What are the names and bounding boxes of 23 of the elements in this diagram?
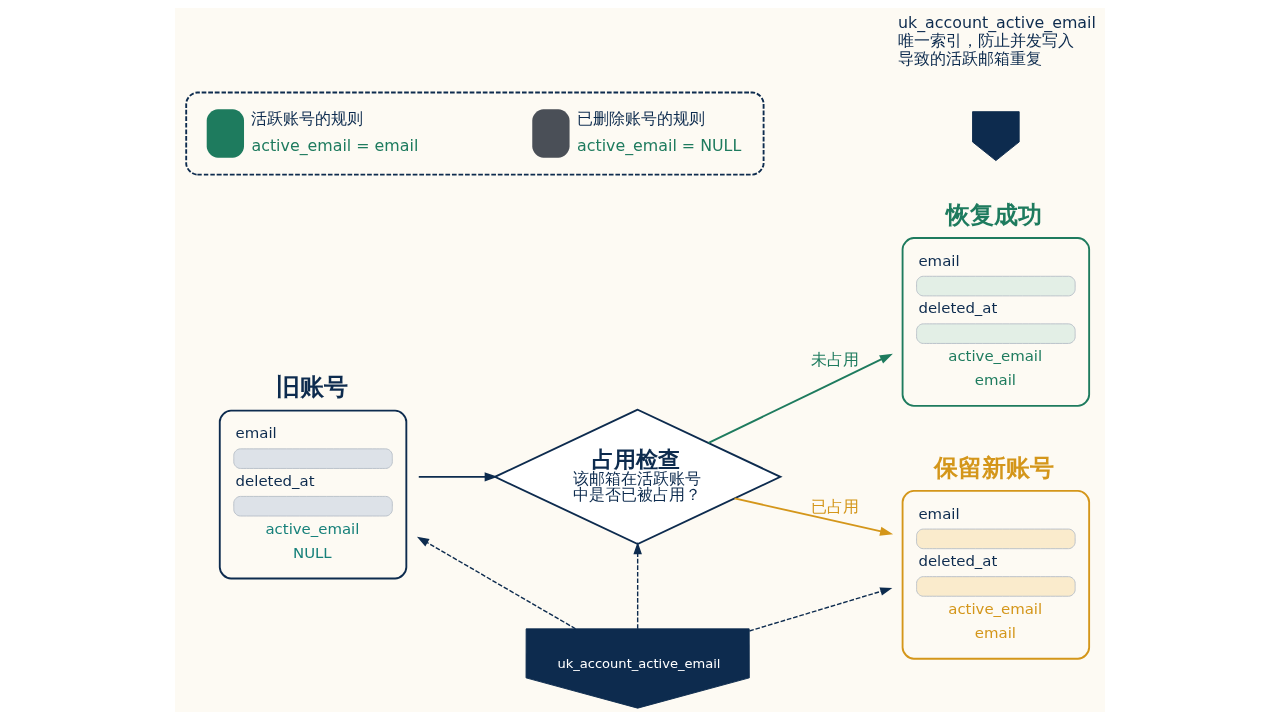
node-box: email deleted_at active_email email: [901, 489, 1091, 660]
node-box: [206, 109, 245, 158]
node-label: active_email = NULL: [577, 135, 742, 155]
node-label: active_email = email: [251, 135, 419, 155]
edge-label: 已占用: [811, 496, 860, 516]
node-label: 保留新账号: [934, 452, 1055, 482]
node-shield: [972, 111, 1020, 162]
node-label: 旧账号: [276, 372, 349, 402]
arrow: [633, 542, 642, 630]
node-label: 已删除账号的规则: [577, 108, 706, 128]
arrow: [733, 497, 894, 536]
arrow: [417, 472, 498, 482]
cluster: [185, 91, 765, 176]
node-box: [532, 109, 570, 158]
arrow: [748, 587, 893, 632]
node-label: 恢复成功: [946, 199, 1043, 229]
arrow: [416, 536, 577, 630]
node-box: email deleted_at active_email email: [901, 237, 1091, 407]
arrow: [707, 353, 893, 444]
node-label: 活跃账号的规则: [251, 108, 364, 128]
node-label: uk_account_active_email 唯一索引，防止并发写入导致的活跃邮箱重复: [897, 13, 1096, 68]
edge-label: 未占用: [811, 349, 860, 369]
node-box: email deleted_at active_email NULL: [218, 409, 408, 580]
